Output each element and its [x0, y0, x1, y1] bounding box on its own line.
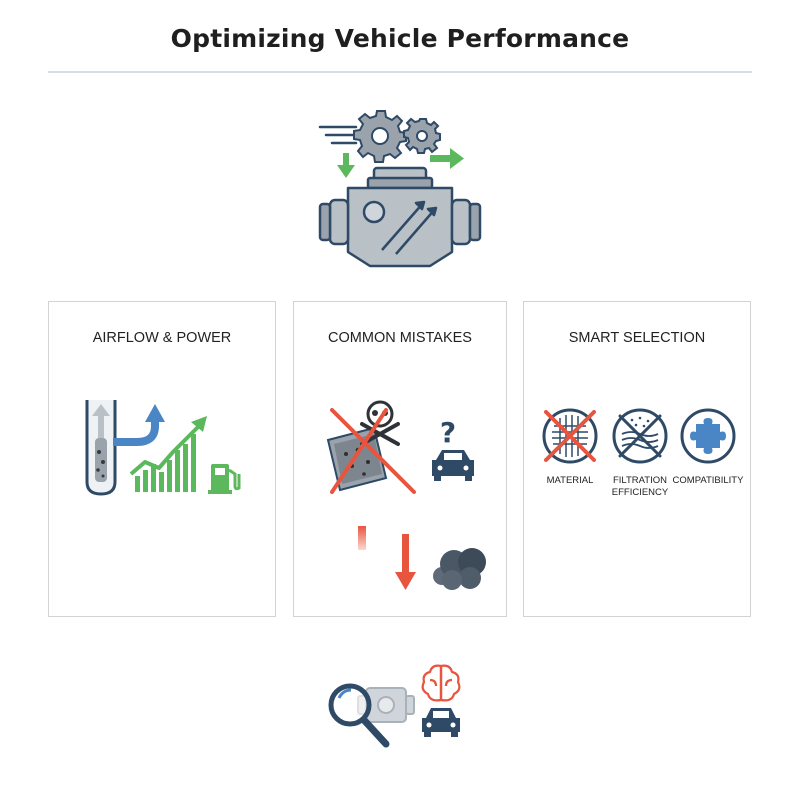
brain-icon: [421, 664, 461, 702]
exhaust-smoke-cloud-icon: [433, 548, 486, 590]
green-right-arrow-icon: [430, 148, 464, 169]
small-gear-icon: [403, 117, 441, 154]
fuel-pump-icon: [208, 464, 241, 494]
air-filter-tube-icon: [85, 400, 117, 496]
question-mark-icon: ?: [440, 416, 456, 449]
speed-lines-icon: [318, 125, 360, 145]
red-cross-mark-icon: [330, 408, 416, 494]
panel-smart-selection: SMART SELECTION: [523, 301, 751, 617]
large-gear-icon: [353, 110, 407, 163]
panel-airflow-power: AIRFLOW & POWER: [48, 301, 276, 617]
green-down-arrow-icon: [337, 153, 355, 178]
magnifying-glass-icon: [328, 683, 390, 748]
rising-bar-chart-icon: [129, 416, 207, 492]
svg-text:?: ?: [440, 416, 456, 449]
bottom-icon-cluster: [326, 660, 476, 756]
panel-title-smart-selection: SMART SELECTION: [568, 330, 706, 346]
page-title: Optimizing Vehicle Performance: [170, 24, 630, 53]
panel-title-airflow-power: AIRFLOW & POWER: [92, 330, 232, 346]
crossed-mesh-icon: [542, 408, 598, 464]
panel-title-common-mistakes: COMMON MISTAKES: [328, 330, 472, 346]
engine-block-icon: [318, 166, 482, 268]
title-divider: [48, 71, 752, 73]
puzzle-piece-icon: [680, 408, 736, 464]
red-down-indicator-icon: [358, 526, 366, 550]
item-label-filtration-efficiency: FILTRATION EFFICIENCY: [611, 475, 669, 498]
car-icon: [432, 450, 474, 481]
item-label-compatibility: COMPATIBILITY: [672, 475, 744, 486]
item-label-material: MATERIAL: [546, 475, 594, 486]
panel-common-mistakes: COMMON MISTAKES ?: [293, 301, 507, 617]
engine-hero-illustration: [312, 106, 488, 272]
car-front-icon: [422, 708, 460, 737]
red-down-arrow-icon: [395, 534, 416, 590]
blue-airflow-arrow-icon: [113, 404, 165, 446]
crossed-filter-layers-icon: [612, 408, 668, 464]
